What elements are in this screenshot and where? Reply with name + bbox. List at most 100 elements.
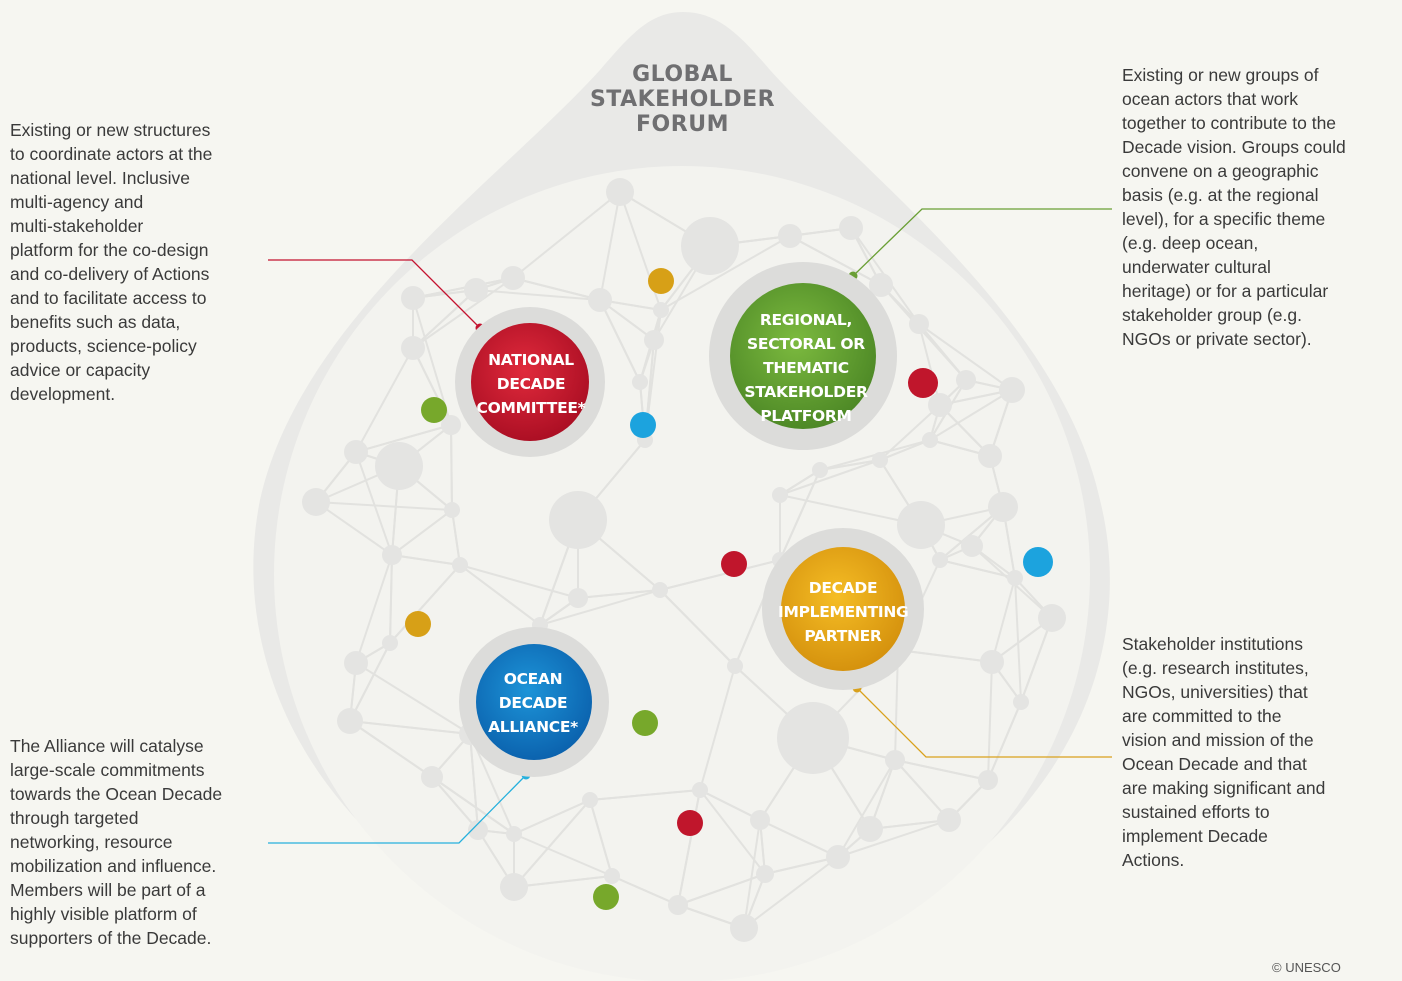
dot-blue: [1023, 547, 1053, 577]
network-link: [779, 494, 922, 526]
node-regional-stakeholder-platform: [709, 262, 897, 450]
network-link: [355, 554, 393, 664]
network-link: [355, 662, 471, 735]
network-link: [759, 819, 839, 858]
network-link: [589, 789, 701, 801]
connector-national: [268, 259, 481, 329]
network-link: [589, 799, 613, 877]
network-node: [501, 266, 525, 290]
node-national-decade-committee: [455, 307, 605, 457]
network-node: [632, 374, 648, 390]
national-committee-description: Existing or new structures to coordinate…: [10, 120, 213, 404]
network-nodes: [302, 178, 1066, 942]
network-link: [513, 799, 591, 835]
network-link: [431, 776, 479, 831]
network-link: [837, 759, 896, 858]
network-node: [961, 535, 983, 557]
network-link: [391, 509, 453, 556]
node-decade-implementing-partner: [762, 528, 924, 690]
network-link: [789, 235, 882, 286]
network-node: [922, 432, 938, 448]
network-node: [344, 440, 368, 464]
ocean-alliance-description: The Alliance will catalyse large-scale c…: [10, 736, 223, 948]
dot-blue: [630, 412, 656, 438]
network-link: [894, 759, 950, 821]
network-node: [468, 820, 488, 840]
network-node: [506, 826, 522, 842]
network-node: [988, 492, 1018, 522]
network-node: [582, 792, 598, 808]
network-node: [588, 288, 612, 312]
network-node: [1007, 570, 1023, 586]
network-node: [606, 178, 634, 206]
network-node: [937, 808, 961, 832]
network-link: [837, 819, 950, 858]
copyright-notice: © UNESCO: [1272, 960, 1341, 975]
network-node: [653, 302, 669, 318]
network-link: [450, 424, 453, 511]
network-node: [897, 501, 945, 549]
network-node: [344, 651, 368, 675]
network-node: [1013, 694, 1029, 710]
network-node: [382, 635, 398, 651]
network-link: [743, 819, 761, 929]
network-node: [932, 552, 948, 568]
network-link: [764, 856, 839, 875]
network-node: [980, 650, 1004, 674]
network-link: [349, 642, 391, 722]
network-link: [355, 424, 452, 453]
network-link: [349, 720, 433, 778]
network-link: [599, 299, 641, 383]
network-node: [909, 314, 929, 334]
network-link: [894, 759, 989, 781]
network-link: [315, 501, 453, 511]
network-link: [779, 469, 821, 561]
network-node: [772, 487, 788, 503]
dot-green: [593, 884, 619, 910]
connector-alliance: [268, 774, 527, 844]
network-node: [956, 370, 976, 390]
node-ocean-decade-alliance: [459, 627, 609, 777]
forum-title-line: STAKEHOLDER: [589, 87, 776, 112]
network-link: [699, 789, 766, 875]
network-node: [652, 582, 668, 598]
network-node: [382, 545, 402, 565]
network-node: [500, 873, 528, 901]
network-node: [681, 217, 739, 275]
dot-yellow: [405, 611, 431, 637]
dot-red: [908, 368, 938, 398]
network-link: [389, 564, 461, 644]
network-node: [778, 224, 802, 248]
network-node: [401, 286, 425, 310]
ocean-alliance-label: OCEAN DECADE ALLIANCE*: [488, 670, 578, 736]
network-link: [431, 776, 515, 835]
network-node: [756, 865, 774, 883]
network-node: [549, 491, 607, 549]
network-node: [1038, 604, 1066, 632]
network-node: [444, 502, 460, 518]
network-node: [928, 393, 952, 417]
network-node: [727, 658, 743, 674]
network-link: [355, 347, 414, 453]
network-link: [611, 875, 679, 906]
dot-red: [677, 810, 703, 836]
forum-title: GLOBAL STAKEHOLDER FORUM: [560, 62, 805, 137]
network-node: [375, 442, 423, 490]
network-link: [513, 833, 613, 877]
forum-title-line: FORUM: [636, 112, 729, 137]
implementing-partner-label: DECADE IMPLEMENTING PARTNER: [778, 579, 909, 645]
network-node: [644, 330, 664, 350]
network-link: [743, 856, 839, 929]
network-node: [730, 914, 758, 942]
network-node: [978, 444, 1002, 468]
network-node: [401, 336, 425, 360]
network-node: [812, 462, 828, 478]
network-node: [421, 766, 443, 788]
network-link: [987, 661, 993, 781]
network-link: [412, 277, 514, 299]
network-link: [929, 389, 1013, 441]
regional-platform-label: REGIONAL, SECTORAL OR THEMATIC STAKEHOLD…: [744, 311, 868, 425]
connector-partner: [856, 687, 1112, 758]
network-node: [337, 708, 363, 734]
network-link: [879, 439, 931, 461]
